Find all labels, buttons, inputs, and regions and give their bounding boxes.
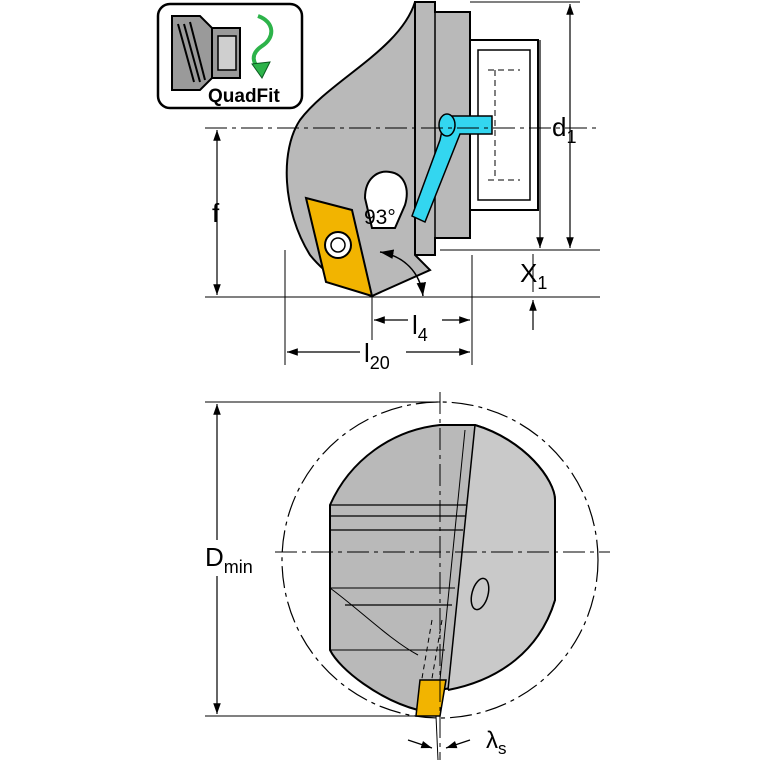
side-view: 93° d1 f X1 l4 l20 — [205, 1, 600, 373]
dim-l4: l4 — [412, 310, 428, 345]
dim-x1: X1 — [520, 258, 547, 293]
dim-lambda-subscript: s — [498, 739, 507, 758]
dim-d1-symbol: d — [552, 112, 566, 142]
angle-label: 93° — [364, 206, 396, 229]
dim-d1-subscript: 1 — [566, 127, 576, 147]
dim-dmin-subscript: min — [224, 557, 253, 577]
dim-l20: l20 — [364, 338, 390, 373]
dim-l20-symbol: l — [364, 338, 370, 368]
dim-lambda-symbol: λ — [486, 727, 498, 754]
dim-lambda-s: λs — [486, 727, 507, 758]
dim-dmin: Dmin — [205, 542, 253, 577]
dim-f: f — [212, 198, 220, 228]
quadfit-logo-text: QuadFit — [208, 86, 280, 107]
dim-l20-subscript: 20 — [370, 353, 390, 373]
dim-l4-subscript: 4 — [418, 325, 428, 345]
dim-l4-symbol: l — [412, 310, 418, 340]
dim-x1-subscript: 1 — [537, 273, 547, 293]
dim-x1-symbol: X — [520, 258, 537, 288]
rotate-arrow-icon — [251, 14, 274, 79]
dim-d1: d1 — [552, 112, 576, 147]
quadfit-badge: QuadFit — [156, 2, 304, 110]
dim-dmin-symbol: D — [205, 542, 224, 572]
quadfit-coupling-icon — [171, 15, 241, 91]
end-view: Dmin λs — [204, 392, 610, 761]
